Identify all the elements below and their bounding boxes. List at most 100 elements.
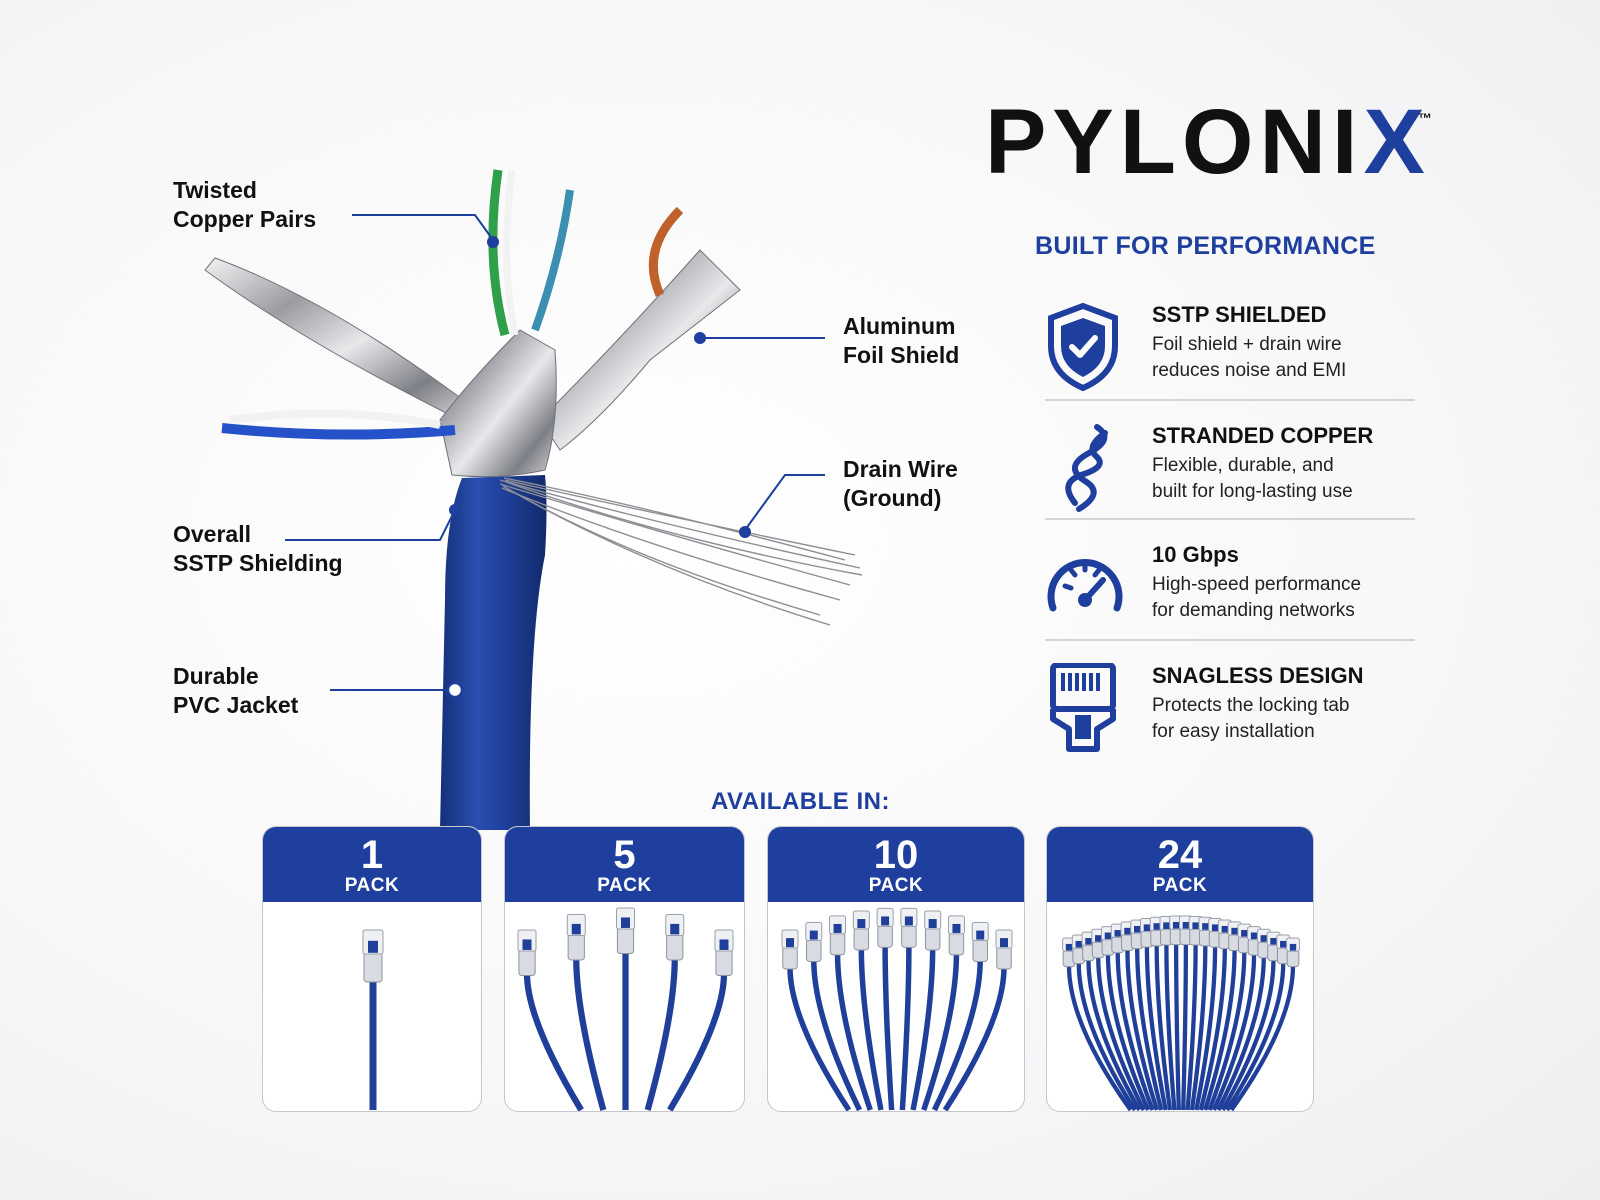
pack-cables-illustration bbox=[362, 929, 384, 1110]
pack-count: 5 bbox=[613, 833, 636, 877]
patch-cable bbox=[1149, 916, 1173, 1111]
pack-cables-illustration bbox=[517, 907, 734, 1111]
callout-line: Overall bbox=[173, 521, 251, 547]
drain-wire-strands bbox=[499, 477, 863, 626]
pack-label: PACK bbox=[1152, 875, 1208, 896]
wire-blue bbox=[221, 423, 456, 440]
pack-count: 1 bbox=[360, 833, 384, 877]
callout-overall-shielding: Overall SSTP Shielding bbox=[173, 520, 373, 578]
feature-desc-line: for easy installation bbox=[1152, 721, 1315, 742]
shield-check-icon bbox=[1048, 302, 1118, 392]
speedometer-icon bbox=[1047, 559, 1123, 612]
feature-divider bbox=[1045, 639, 1415, 641]
patch-cable bbox=[1229, 937, 1300, 1111]
feature-title: SNAGLESS DESIGN bbox=[1152, 663, 1364, 688]
feature-description: High-speed performance for demanding net… bbox=[1152, 572, 1412, 624]
patch-cable bbox=[1185, 915, 1203, 1111]
pack-option-10[interactable]: 10 PACK bbox=[767, 826, 1025, 1112]
pvc-jacket bbox=[440, 475, 547, 830]
cable-cutaway-illustration bbox=[204, 169, 863, 830]
pack-count: 10 bbox=[873, 833, 919, 877]
brand-name-accent: X bbox=[1363, 91, 1431, 193]
foil-shield-right bbox=[539, 249, 741, 451]
callout-line: Drain Wire bbox=[843, 456, 958, 482]
pack-option-5[interactable]: 5 PACK bbox=[504, 826, 745, 1112]
feature-desc-line: Foil shield + drain wire bbox=[1152, 334, 1342, 355]
pack-label: PACK bbox=[344, 875, 400, 896]
patch-cable bbox=[517, 929, 584, 1111]
patch-cable bbox=[362, 929, 384, 1110]
pack-header: 1 PACK bbox=[263, 827, 481, 902]
feature-stranded-copper: STRANDED COPPER Flexible, durable, and b… bbox=[1045, 423, 1420, 538]
feature-sstp-shielded: SSTP SHIELDED Foil shield + drain wire r… bbox=[1045, 302, 1420, 417]
patch-cable bbox=[1091, 928, 1146, 1111]
overall-shield bbox=[439, 329, 557, 478]
feature-desc-line: for demanding networks bbox=[1152, 600, 1355, 621]
pack-label: PACK bbox=[597, 875, 652, 896]
available-in-heading: AVAILABLE IN: bbox=[711, 788, 890, 815]
feature-description: Protects the locking tab for easy instal… bbox=[1152, 693, 1412, 745]
patch-cable bbox=[644, 913, 685, 1111]
pack-count: 24 bbox=[1157, 833, 1203, 877]
wire-white bbox=[503, 169, 519, 336]
patch-cable bbox=[852, 910, 884, 1111]
patch-cable bbox=[566, 913, 607, 1111]
callout-line: Aluminum bbox=[843, 313, 956, 339]
foil-shield-left bbox=[204, 257, 471, 421]
callout-line: Twisted bbox=[173, 177, 257, 203]
feature-snagless-design: SNAGLESS DESIGN Protects the locking tab… bbox=[1045, 663, 1420, 778]
patch-cable bbox=[616, 907, 635, 1110]
callout-pvc-jacket: Durable PVC Jacket bbox=[173, 662, 373, 720]
patch-cable bbox=[781, 929, 852, 1111]
feature-desc-line: reduces noise and EMI bbox=[1152, 360, 1347, 381]
pack-header: 24 PACK bbox=[1047, 827, 1313, 902]
feature-divider bbox=[1045, 399, 1415, 401]
pack-option-1[interactable]: 1 PACK bbox=[262, 826, 482, 1112]
brand-logo: PYLONIX bbox=[985, 96, 1431, 188]
feature-description: Foil shield + drain wire reduces noise a… bbox=[1152, 332, 1412, 384]
feature-title: SSTP SHIELDED bbox=[1152, 302, 1327, 327]
rj45-connector-icon bbox=[1050, 663, 1116, 752]
feature-desc-line: built for long-lasting use bbox=[1152, 481, 1353, 502]
feature-desc-line: Protects the locking tab bbox=[1152, 695, 1350, 716]
callout-leaders bbox=[285, 214, 825, 691]
patch-cable bbox=[899, 907, 918, 1111]
pack-cables-illustration bbox=[1062, 915, 1300, 1111]
patch-cable bbox=[921, 915, 965, 1111]
patch-cable bbox=[942, 929, 1013, 1111]
callout-line: Copper Pairs bbox=[173, 206, 317, 232]
trademark-symbol: ™ bbox=[1418, 110, 1432, 126]
patch-cable bbox=[1062, 937, 1133, 1111]
feature-10-gbps: 10 Gbps High-speed performance for deman… bbox=[1045, 542, 1420, 657]
callout-line: PVC Jacket bbox=[173, 692, 299, 718]
callout-line: Durable bbox=[173, 663, 259, 689]
callout-twisted-pairs: Twisted Copper Pairs bbox=[173, 176, 373, 234]
callout-foil-shield: Aluminum Foil Shield bbox=[843, 312, 1043, 370]
feature-divider bbox=[1045, 518, 1415, 520]
wire-blue-green bbox=[531, 189, 574, 332]
pack-header: 10 PACK bbox=[768, 827, 1024, 902]
feature-title: STRANDED COPPER bbox=[1152, 423, 1374, 448]
callout-drain-wire: Drain Wire (Ground) bbox=[843, 455, 1043, 513]
patch-cable bbox=[805, 921, 863, 1111]
pack-cables-illustration bbox=[781, 907, 1013, 1111]
pack-header: 5 PACK bbox=[505, 827, 744, 902]
performance-headline: BUILT FOR PERFORMANCE bbox=[1035, 232, 1376, 260]
feature-title: 10 Gbps bbox=[1152, 542, 1239, 567]
callout-line: (Ground) bbox=[843, 485, 942, 511]
patch-cable bbox=[829, 915, 873, 1111]
feature-description: Flexible, durable, and built for long-la… bbox=[1152, 453, 1412, 505]
pack-option-24[interactable]: 24 PACK bbox=[1046, 826, 1314, 1112]
callout-line: Foil Shield bbox=[843, 342, 960, 368]
wire-blue-white bbox=[229, 409, 441, 429]
patch-cable bbox=[910, 910, 942, 1111]
wire-green bbox=[488, 169, 510, 337]
patch-cable bbox=[876, 907, 895, 1111]
callout-line: SSTP Shielding bbox=[173, 550, 343, 576]
patch-cable bbox=[931, 921, 989, 1111]
feature-desc-line: Flexible, durable, and bbox=[1152, 455, 1334, 476]
feature-desc-line: High-speed performance bbox=[1152, 574, 1362, 595]
pack-label: PACK bbox=[868, 875, 924, 896]
patch-cable bbox=[1159, 915, 1177, 1111]
brand-name: PYLONI bbox=[985, 91, 1364, 193]
